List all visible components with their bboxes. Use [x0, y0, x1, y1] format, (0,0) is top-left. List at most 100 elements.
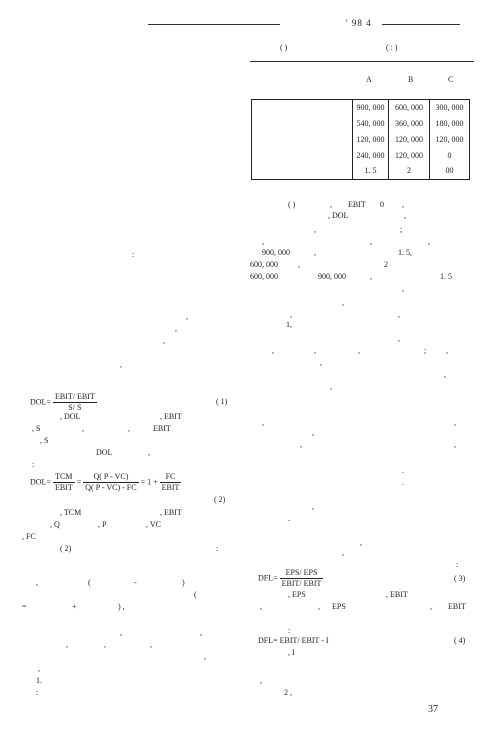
text-line: , EBIT	[386, 590, 408, 599]
text-fragment: ,	[290, 310, 292, 319]
text-fragment: .	[402, 478, 404, 487]
q-fraction: Q( P - VC) Q( P - VC) - FC	[83, 472, 139, 493]
text-fragment: 900, 000	[262, 248, 290, 257]
left-fragment: ,	[163, 336, 165, 345]
left-fragment: ,	[186, 312, 188, 321]
text-fragment: ;	[424, 346, 427, 355]
text-line: , S	[32, 424, 41, 433]
text-line: ,	[104, 640, 106, 649]
dfl-denominator: EBIT/ EBIT	[281, 579, 322, 588]
text-fragment: ,	[262, 418, 264, 427]
right-colon: :	[288, 626, 291, 635]
text-line: ,	[148, 448, 150, 457]
equation-4: DFL= EBIT/ EBIT - I	[258, 636, 329, 645]
text-line: , Q	[50, 520, 60, 529]
text-line: ,	[120, 628, 122, 637]
table-caption: ( )	[280, 43, 288, 52]
text-fragment: ,	[454, 418, 456, 427]
text-line: )	[182, 578, 185, 587]
text-line: ,	[150, 640, 152, 649]
text-fragment: ,	[398, 310, 400, 319]
table-cell: 360, 000	[395, 119, 423, 128]
equation-2-number: ( 2)	[214, 495, 226, 504]
table-cell: 120, 000	[356, 135, 385, 144]
text-fragment: ,	[398, 334, 400, 343]
text-fragment: .	[402, 466, 404, 475]
column-header-a: A	[366, 75, 372, 84]
text-fragment: ,	[330, 200, 332, 209]
table-cell: 1. 5	[364, 166, 377, 175]
text-line: , TCM	[60, 508, 82, 517]
dfl-numerator: EPS/ EPS	[279, 568, 324, 579]
text-fragment: ,	[312, 502, 314, 511]
text-fragment: 900, 000	[318, 272, 346, 281]
equation-1: DOL= EBIT/ EBIT S/ S	[30, 392, 97, 413]
text-line: :	[216, 544, 219, 553]
tcm-fraction: TCM EBIT	[52, 472, 75, 493]
table-divider-1	[352, 100, 353, 179]
text-fragment: 600, 000	[250, 260, 278, 269]
text-fragment: 1. 5,	[398, 248, 412, 257]
table-cell: 300, 000	[435, 103, 464, 112]
text-line: ,	[128, 424, 130, 433]
text-line: , P	[98, 520, 107, 529]
text-line: ,	[200, 628, 202, 637]
list-item-number: 1.	[36, 676, 42, 685]
text-line: (	[88, 578, 91, 587]
text-line: ,	[36, 578, 38, 587]
table-cell: 540, 000	[356, 119, 385, 128]
dol2-label: DOL=	[30, 477, 51, 487]
text-line: =	[22, 602, 27, 611]
column-header-b: B	[408, 75, 414, 84]
text-fragment: 2	[384, 260, 388, 269]
equation-3: DFL= EPS/ EPS EBIT/ EBIT	[258, 568, 324, 589]
dol-label: DOL=	[30, 397, 51, 407]
text-fragment: ,	[342, 548, 344, 557]
text-fragment: ,	[428, 237, 430, 246]
text-line: (	[194, 590, 197, 599]
text-line: ,	[82, 424, 84, 433]
text-line: , EBIT	[160, 412, 182, 421]
left-fragment: ,	[175, 324, 177, 333]
table-caption-right: ( : )	[386, 43, 398, 52]
table-cell: 600, 000	[395, 103, 423, 112]
text-line: ) ,	[118, 602, 125, 611]
q-denominator: Q( P - VC) - FC	[85, 483, 137, 492]
plus-one: = 1 +	[140, 477, 158, 487]
left-colon: :	[132, 250, 135, 259]
text-fragment: 0	[380, 200, 384, 209]
text-line: ,	[260, 602, 262, 611]
text-line: ,	[318, 602, 320, 611]
text-line: -	[134, 578, 137, 587]
text-fragment: ,	[370, 272, 372, 281]
text-line: EBIT	[448, 602, 466, 611]
text-fragment: ,	[300, 440, 302, 449]
text-line: EBIT	[153, 424, 171, 433]
text-fragment: ,	[314, 346, 316, 355]
text-fragment: ;	[400, 225, 403, 234]
text-fragment: , DOL	[328, 211, 349, 220]
text-fragment: ,	[272, 346, 274, 355]
dol-fraction: EBIT/ EBIT S/ S	[52, 392, 97, 413]
table-divider-3	[429, 100, 430, 179]
equation-1-number: ( 1)	[216, 397, 228, 406]
text-fragment: ,	[330, 382, 332, 391]
text-line: , S	[40, 436, 49, 445]
header-rule-left	[148, 24, 280, 25]
table-cell: 900, 000	[356, 103, 385, 112]
issue-label: ' 98 4	[346, 18, 372, 28]
text-fragment: ,	[320, 358, 322, 367]
text-fragment: 600, 000	[250, 272, 278, 281]
text-line: ,	[260, 676, 262, 685]
text-fragment: ,	[444, 370, 446, 379]
dol-numerator: EBIT/ EBIT	[52, 392, 97, 403]
text-fragment: ,	[370, 237, 372, 246]
table-rule-top	[250, 61, 474, 62]
text-fragment: ,	[358, 346, 360, 355]
dfl-label: DFL=	[258, 573, 278, 583]
text-fragment: ( )	[288, 200, 296, 209]
tcm: TCM	[52, 472, 75, 483]
text-fragment: ,	[342, 298, 344, 307]
text-line: , EPS	[288, 590, 306, 599]
text-line: , FC	[22, 532, 36, 541]
